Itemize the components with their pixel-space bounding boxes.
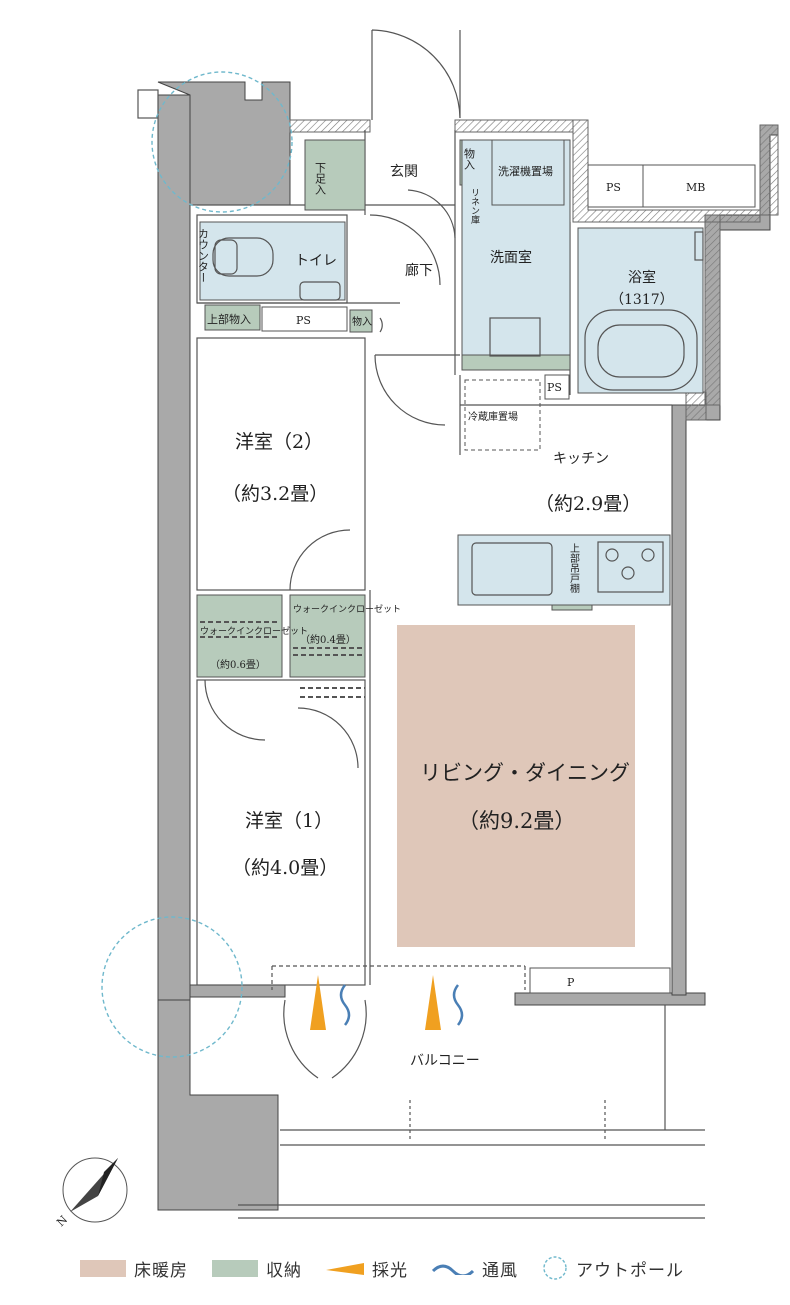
- room-label-entrance: 玄関: [390, 163, 418, 180]
- outpole-bottom-left: [101, 916, 243, 1058]
- legend-ventilation: 通風: [432, 1256, 518, 1281]
- room-label-shoe-storage: 下足入: [314, 162, 327, 195]
- room-label-western1-size: （約4.0畳）: [232, 857, 338, 879]
- room-label-kitchen-size: （約2.9畳）: [535, 493, 641, 515]
- room-label-fridge: 冷蔵庫置場: [468, 410, 518, 423]
- legend-floor-heating-label: 床暖房: [134, 1260, 188, 1281]
- compass-north-label: N: [54, 1213, 70, 1229]
- legend-outpole-label: アウトポール: [576, 1260, 684, 1281]
- ps-label-top: PS: [606, 181, 621, 194]
- balcony-railing: [137, 89, 705, 1219]
- ventilation-icon: [339, 984, 464, 1026]
- fixtures: [212, 231, 704, 596]
- legend-outpole: アウトポール: [542, 1255, 684, 1281]
- legend-daylight-label: 採光: [372, 1260, 408, 1281]
- room-label-wic-small: ウォークインクローゼット: [293, 603, 401, 615]
- fridge-space: [464, 379, 541, 451]
- room-label-bathroom-size: （1317）: [610, 292, 674, 308]
- ventilation-legend-icon: [432, 1264, 474, 1275]
- living-floor-heating: [397, 625, 635, 947]
- outpole-legend-icon: [543, 1256, 567, 1280]
- mb-label: MB: [686, 181, 705, 194]
- room-label-upper-cabinet: 上部吊戸棚: [568, 543, 580, 594]
- north-compass-icon: N: [54, 1157, 128, 1229]
- room-label-washroom: 洗面室: [490, 249, 532, 266]
- room-label-bathroom: 浴室: [628, 269, 656, 286]
- room-label-linen: リネン庫: [469, 188, 480, 225]
- floor-heating-swatch: [80, 1259, 126, 1277]
- room-label-toilet: トイレ: [295, 253, 337, 269]
- p-label: P: [567, 976, 575, 989]
- outpole-top-left: [151, 71, 293, 213]
- room-label-wic-large-size: （約0.6畳）: [210, 658, 266, 671]
- daylight-icon: [310, 975, 441, 1030]
- ps-label-kitchen: PS: [547, 381, 562, 394]
- legend-storage-label: 収納: [266, 1260, 302, 1281]
- closet-rails: [200, 621, 365, 698]
- room-label-living-size: （約9.2畳）: [458, 809, 575, 833]
- room-label-hallway: 廊下: [405, 262, 433, 279]
- room-label-storage-entrance: 物入: [463, 147, 476, 170]
- room-label-wic-large: ウォークインクローゼット: [200, 625, 308, 637]
- room-label-storage-hall: 物入: [352, 315, 372, 328]
- doors: [204, 29, 461, 1079]
- room-label-living: リビング・ダイニング: [420, 761, 630, 785]
- room-label-laundry: 洗濯機置場: [498, 164, 553, 178]
- hatched-walls: [289, 119, 779, 421]
- legend-daylight: 採光: [326, 1256, 408, 1281]
- ps-label-toilet: PS: [296, 314, 311, 327]
- room-label-upper-storage: 上部物入: [207, 312, 251, 326]
- storage-swatch: [212, 1259, 258, 1277]
- wet-areas: [199, 139, 704, 606]
- room-label-wic-small-size: （約0.4畳）: [300, 633, 356, 646]
- room-label-western2-size: （約3.2畳）: [222, 483, 328, 505]
- legend: 床暖房 収納 採光 通風 アウトポール: [80, 1252, 702, 1284]
- room-label-western1: 洋室（1）: [245, 810, 333, 832]
- daylight-legend-icon: [326, 1263, 364, 1275]
- washroom-floor-strip: [461, 354, 571, 371]
- legend-storage: 収納: [212, 1256, 302, 1281]
- room-label-counter: カウンター: [197, 228, 210, 283]
- stove-burners-icon: [597, 541, 664, 593]
- legend-floor-heating: 床暖房: [80, 1256, 188, 1281]
- ps-box-kitchen: [544, 374, 570, 400]
- room-label-western2: 洋室（2）: [235, 431, 323, 453]
- room-label-kitchen: キッチン: [553, 451, 609, 467]
- room-label-balcony: バルコニー: [410, 1053, 480, 1069]
- ps-mb-boxes: [261, 164, 756, 994]
- legend-ventilation-label: 通風: [482, 1260, 518, 1281]
- walls: [157, 81, 779, 1211]
